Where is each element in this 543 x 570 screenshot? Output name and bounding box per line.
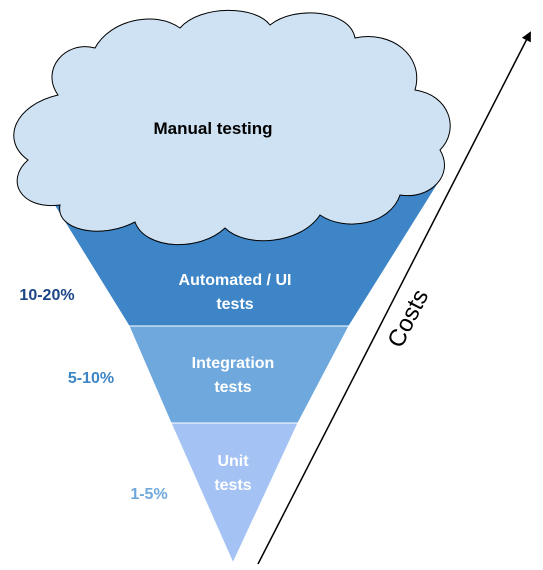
percent-unit: 1-5% (130, 486, 167, 503)
percent-automated-ui: 10-20% (19, 287, 74, 304)
layer-unit-label-line1: Unit (217, 453, 249, 470)
manual-testing-cloud (13, 9, 451, 246)
layer-unit (170, 422, 299, 565)
percent-integration: 5-10% (68, 370, 114, 387)
layer-integration-label-line1: Integration (192, 355, 275, 372)
costs-arrow (257, 31, 531, 565)
layer-integration (128, 325, 350, 424)
layer-integration-label-line2: tests (214, 379, 251, 396)
layer-automated-ui-label-line2: tests (216, 296, 253, 313)
layer-automated-ui-label-line1: Automated / UI (179, 272, 292, 289)
costs-label: Costs (382, 285, 434, 352)
layer-unit-label-line2: tests (214, 477, 251, 494)
cloud-label: Manual testing (153, 119, 272, 138)
